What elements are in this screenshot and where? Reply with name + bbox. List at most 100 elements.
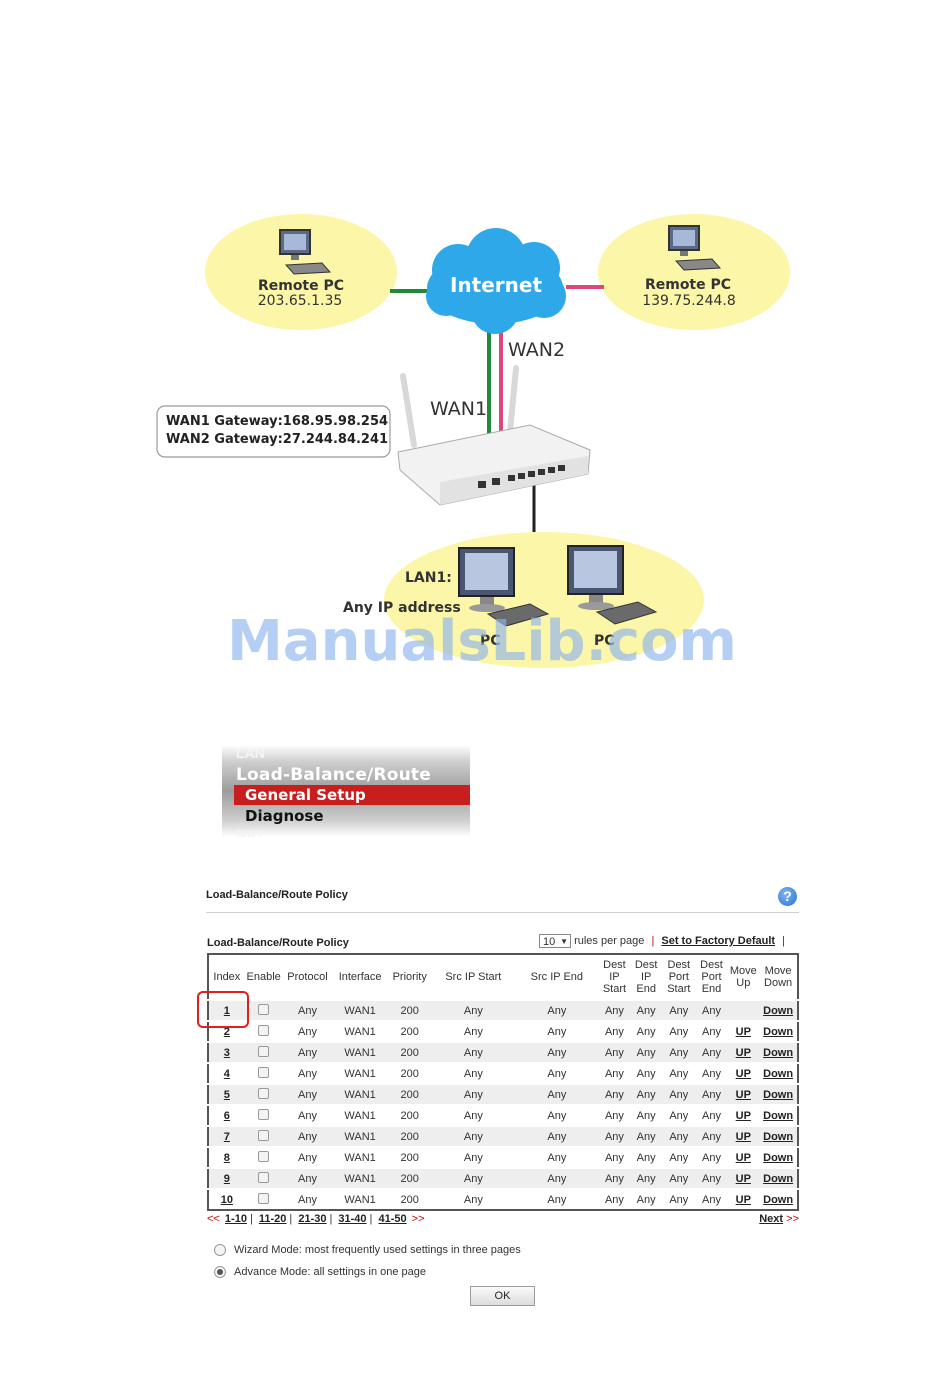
move-down-link[interactable]: Down	[763, 1109, 794, 1122]
move-up-link[interactable]: UP	[735, 1025, 751, 1038]
col-priority: Priority	[392, 971, 427, 983]
cell-dst-ip-start: Any	[598, 1167, 631, 1189]
menu-item-lan[interactable]: LAN	[236, 745, 265, 761]
cell-dst-port-end: Any	[695, 1125, 728, 1147]
col-move-down: Move Down	[764, 965, 793, 989]
move-down-link[interactable]: Down	[763, 1172, 794, 1185]
cell-enable	[244, 1083, 283, 1105]
col-dest-port-end: Dest Port End	[700, 959, 723, 995]
menu-item-nat[interactable]: NAT	[236, 827, 264, 837]
menu-item-diagnose[interactable]: Diagnose	[245, 807, 324, 825]
move-up-link[interactable]: UP	[735, 1088, 751, 1101]
move-down-link[interactable]: Down	[763, 1004, 794, 1017]
move-up-link[interactable]: UP	[735, 1172, 751, 1185]
cell-dst-port-start: Any	[662, 1020, 696, 1042]
move-down-link[interactable]: Down	[763, 1025, 794, 1038]
advance-mode-option[interactable]: Advance Mode: all settings in one page	[214, 1266, 426, 1279]
move-down-link[interactable]: Down	[763, 1067, 794, 1080]
move-up-link[interactable]: UP	[735, 1046, 751, 1059]
page-link-1-10[interactable]: 1-10	[224, 1213, 247, 1225]
lan-pc1-label: PC	[480, 633, 501, 649]
page-link-21-30[interactable]: 21-30	[298, 1213, 327, 1225]
next-page-link[interactable]: Next	[759, 1213, 784, 1225]
rules-per-page-select[interactable]: 10▼	[539, 934, 571, 948]
cell-dst-ip-end: Any	[630, 1167, 662, 1189]
prev-pages-arrow[interactable]: <<	[207, 1213, 220, 1225]
enable-checkbox[interactable]	[258, 1129, 270, 1141]
pagination: << 1-10| 11-20| 21-30| 31-40| 41-50 >>	[207, 1213, 425, 1225]
rule-index-link[interactable]: 2	[223, 1025, 230, 1038]
enable-checkbox[interactable]	[258, 1171, 270, 1183]
move-down-link[interactable]: Down	[763, 1046, 794, 1059]
rule-index-link[interactable]: 5	[223, 1088, 230, 1101]
more-pages-arrow[interactable]: >>	[411, 1213, 425, 1225]
cell-dst-ip-start: Any	[598, 1125, 631, 1147]
rule-index-link[interactable]: 8	[223, 1151, 230, 1164]
enable-checkbox[interactable]	[258, 1108, 270, 1120]
cell-interface: WAN1	[332, 1104, 388, 1126]
move-up-link[interactable]: UP	[735, 1193, 751, 1206]
move-up-link[interactable]: UP	[735, 1109, 751, 1122]
menu-item-general-setup[interactable]: General Setup	[234, 785, 470, 805]
cell-src-start: Any	[431, 1167, 516, 1189]
enable-checkbox[interactable]	[258, 1003, 270, 1015]
next-arrow[interactable]: >>	[786, 1213, 799, 1225]
wizard-mode-option[interactable]: Wizard Mode: most frequently used settin…	[214, 1244, 521, 1257]
enable-checkbox[interactable]	[258, 1066, 270, 1078]
wizard-mode-radio[interactable]	[214, 1244, 226, 1257]
separator: |	[329, 1213, 333, 1225]
cell-protocol: Any	[282, 1020, 333, 1042]
cell-move-up: UP	[727, 1125, 760, 1147]
cell-src-end: Any	[515, 1167, 599, 1189]
move-up-link[interactable]: UP	[735, 1067, 751, 1080]
page-link-41-50[interactable]: 41-50	[378, 1213, 407, 1225]
cell-dst-ip-start: Any	[598, 1188, 631, 1210]
rule-index-link[interactable]: 7	[223, 1130, 230, 1143]
move-up-link[interactable]: UP	[735, 1151, 751, 1164]
rules-table: Index Enable Protocol Interface Priority…	[207, 953, 799, 1211]
cell-dst-port-end: Any	[695, 1041, 728, 1063]
cell-src-end: Any	[515, 1188, 599, 1210]
col-protocol: Protocol	[287, 971, 328, 983]
move-up-link[interactable]: UP	[735, 1130, 751, 1143]
enable-checkbox[interactable]	[258, 1150, 270, 1162]
cell-move-down: Down	[759, 1167, 798, 1189]
rule-index-link[interactable]: 10	[220, 1193, 233, 1206]
page-link-31-40[interactable]: 31-40	[338, 1213, 367, 1225]
enable-checkbox[interactable]	[258, 1087, 270, 1099]
cell-enable	[244, 1146, 283, 1168]
cell-src-end: Any	[515, 1104, 599, 1126]
rule-index-link[interactable]: 4	[223, 1067, 230, 1080]
cell-src-start: Any	[431, 1062, 516, 1084]
cell-priority: 200	[387, 1125, 432, 1147]
help-icon[interactable]: ?	[778, 887, 797, 906]
ok-button[interactable]: OK	[470, 1286, 535, 1306]
cell-dst-ip-start: Any	[598, 1020, 631, 1042]
col-dest-port-start: Dest Port Start	[667, 959, 691, 995]
lan-pc-right-icon	[567, 545, 658, 625]
enable-checkbox[interactable]	[258, 1045, 270, 1057]
cell-src-end: Any	[515, 1083, 599, 1105]
cell-src-end: Any	[515, 999, 599, 1021]
rule-index-link[interactable]: 9	[223, 1172, 230, 1185]
cell-protocol: Any	[282, 1062, 333, 1084]
rule-index-link[interactable]: 6	[223, 1109, 230, 1122]
rule-index-link[interactable]: 3	[223, 1046, 230, 1059]
cell-src-end: Any	[515, 1062, 599, 1084]
move-down-link[interactable]: Down	[763, 1130, 794, 1143]
move-down-link[interactable]: Down	[763, 1151, 794, 1164]
page-link-11-20[interactable]: 11-20	[258, 1213, 287, 1225]
enable-checkbox[interactable]	[258, 1192, 270, 1204]
advance-mode-radio[interactable]	[214, 1266, 226, 1279]
enable-checkbox[interactable]	[258, 1024, 270, 1036]
set-factory-default-link[interactable]: Set to Factory Default	[661, 934, 776, 947]
cell-move-up: UP	[727, 1083, 760, 1105]
move-down-link[interactable]: Down	[763, 1088, 794, 1101]
move-down-link[interactable]: Down	[763, 1193, 794, 1206]
rule-index-link[interactable]: 1	[223, 1004, 230, 1017]
cell-src-start: Any	[431, 1041, 516, 1063]
col-src-ip-end: Src IP End	[530, 971, 584, 983]
